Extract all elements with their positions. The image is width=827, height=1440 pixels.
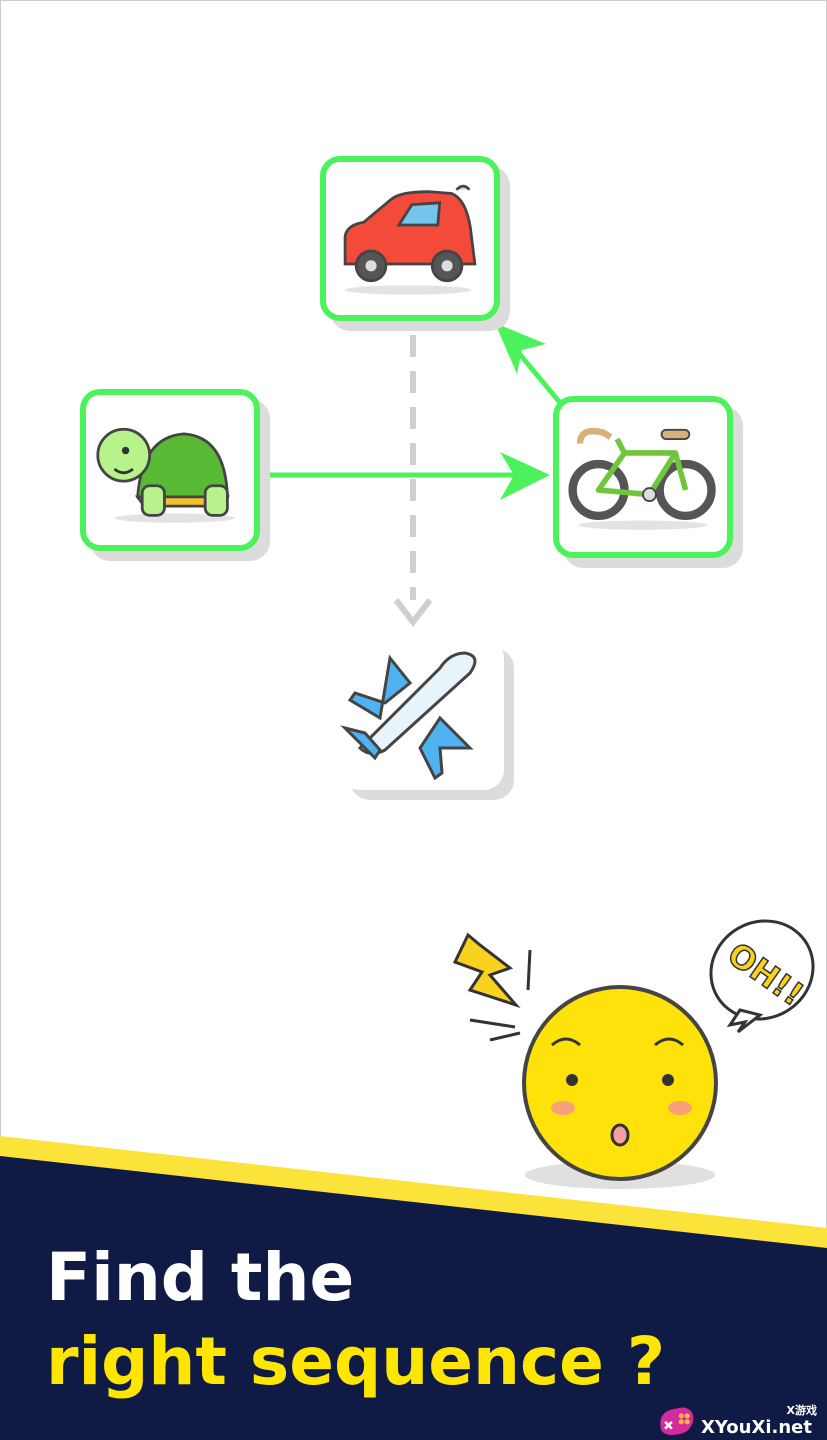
airplane-card[interactable] <box>340 638 504 790</box>
bicycle-icon <box>568 427 716 530</box>
surprise-lines <box>469 949 532 1042</box>
airplane-icon <box>340 651 477 781</box>
watermark: X游戏 XYouXi.net <box>655 1404 823 1438</box>
turtle-icon <box>96 427 235 523</box>
headline-line-2: right sequence ? <box>46 1323 666 1400</box>
oh-speech-bubble: OH!! <box>709 919 815 1034</box>
watermark-en: XYouXi.net <box>701 1417 812 1438</box>
car-card[interactable] <box>320 156 500 321</box>
lightning-icon <box>452 932 521 1009</box>
watermark-cn: X游戏 <box>786 1404 817 1417</box>
headline-line-1: Find the <box>46 1239 355 1316</box>
yellow-stripe <box>0 1136 827 1250</box>
arrowhead <box>495 323 546 374</box>
turtle-card[interactable] <box>80 389 260 551</box>
navy-banner <box>0 1156 827 1440</box>
car-icon <box>343 184 477 295</box>
arrowhead <box>500 452 550 500</box>
hint-arrowhead <box>393 598 433 627</box>
bicycle-card[interactable] <box>553 396 733 558</box>
gamepad-logo-icon <box>660 1407 694 1435</box>
surprised-emoji <box>522 985 718 1189</box>
